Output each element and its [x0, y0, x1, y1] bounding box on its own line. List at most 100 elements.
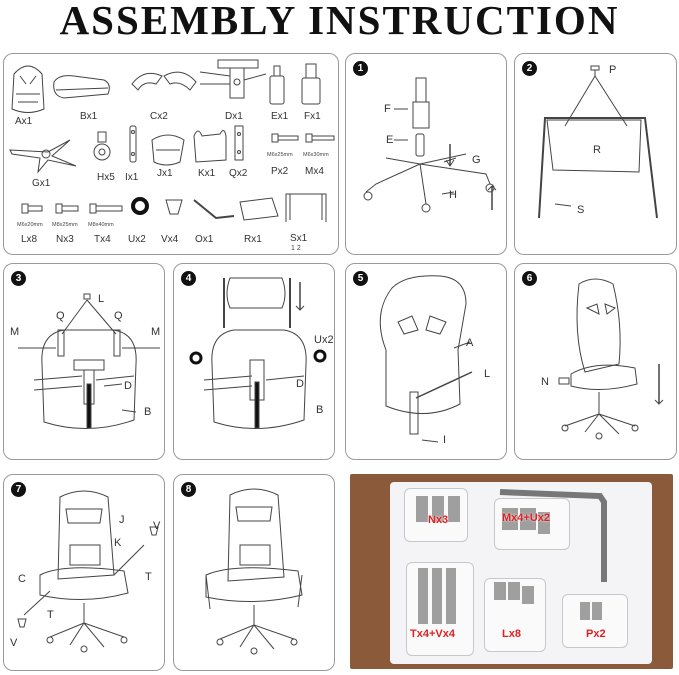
- step-3-label-l: L: [98, 293, 105, 305]
- part-c-illustration: [131, 71, 197, 91]
- bag-label-lx8: Lx8: [502, 628, 521, 640]
- step-3-label-m-right: M: [151, 326, 161, 338]
- part-label-n: Nx3: [56, 234, 74, 245]
- step-5-label-a: A: [466, 337, 474, 349]
- step-7-label-j: J: [119, 514, 125, 526]
- part-label-r: Rx1: [244, 234, 262, 245]
- step-3-label-b: B: [144, 406, 152, 418]
- part-size-n: M8x25mm: [52, 222, 78, 228]
- part-s-illustration: [285, 193, 327, 222]
- part-label-i: Ix1: [125, 172, 139, 183]
- part-r-illustration: [239, 197, 279, 221]
- step-1-label-g: G: [472, 154, 481, 166]
- bag-lx8: [484, 578, 546, 652]
- step-number: 2: [522, 61, 537, 76]
- step-3-illustration: [18, 293, 160, 429]
- step-5-label-i: I: [443, 434, 447, 446]
- part-p-illustration: [271, 133, 299, 143]
- part-label-k: Kx1: [198, 168, 216, 179]
- hardware-card: Nx3 Mx4+Ux2 Tx4+Vx4 Lx8 Px2: [390, 482, 652, 664]
- part-label-q: Qx2: [229, 168, 248, 179]
- part-b-illustration: [53, 75, 110, 99]
- step-1-label-h: H: [449, 189, 457, 201]
- part-l-illustration: [21, 203, 43, 214]
- part-u-illustration: [131, 197, 149, 215]
- step-4-illustration: [189, 277, 327, 429]
- part-label-m: Mx4: [305, 166, 324, 177]
- step-7-label-v-top: V: [153, 520, 161, 532]
- step-7-label-k: K: [114, 537, 122, 549]
- bag-label-tx4-vx4: Tx4+Vx4: [410, 628, 455, 640]
- step-5-illustration: [379, 275, 473, 443]
- step-4-label-ux2: Ux2: [314, 334, 334, 346]
- hardware-photo: Nx3 Mx4+Ux2 Tx4+Vx4 Lx8 Px2: [350, 474, 673, 669]
- part-label-b: Bx1: [80, 111, 98, 122]
- part-i-illustration: [129, 125, 137, 163]
- step-2-label-r: R: [593, 144, 601, 156]
- part-k-illustration: [193, 130, 227, 163]
- step-number: 4: [181, 271, 196, 286]
- step-5-panel: 5 A L I: [345, 263, 507, 460]
- part-d-illustration: [199, 59, 267, 99]
- step-8-illustration: [205, 488, 303, 655]
- step-7-illustration: [17, 490, 159, 653]
- part-label-g: Gx1: [32, 178, 51, 189]
- part-g-illustration: [9, 139, 77, 174]
- step-6-label-n: N: [541, 376, 549, 388]
- step-1-label-f: F: [384, 103, 391, 115]
- step-7-label-t-right: T: [145, 571, 152, 583]
- parts-list-panel: Ax1 Bx1 Cx2 Dx1 Ex1 Fx1 Gx1 Hx5 Ix1 Jx1 …: [3, 53, 339, 255]
- part-label-p: Px2: [271, 166, 289, 177]
- step-number: 5: [353, 271, 368, 286]
- part-label-c: Cx2: [150, 111, 168, 122]
- part-f-illustration: [301, 63, 321, 105]
- part-label-d: Dx1: [225, 111, 243, 122]
- part-label-e: Ex1: [271, 111, 289, 122]
- part-label-s-sub: 1 2: [291, 245, 301, 252]
- part-o-illustration: [193, 199, 235, 220]
- page-title: ASSEMBLY INSTRUCTION: [59, 0, 620, 43]
- bag-mx4-ux2: [494, 498, 570, 550]
- step-7-label-t-left: T: [47, 609, 54, 621]
- part-label-h: Hx5: [97, 172, 115, 183]
- step-4-label-d: D: [296, 378, 304, 390]
- step-7-label-v-bottom: V: [10, 637, 18, 649]
- step-2-label-p: P: [609, 64, 617, 76]
- part-label-a: Ax1: [15, 116, 33, 127]
- part-size-l: M6x20mm: [17, 222, 43, 228]
- step-number: 1: [353, 61, 368, 76]
- step-6-panel: 6 N: [514, 263, 677, 460]
- step-1-label-e: E: [386, 134, 394, 146]
- part-label-s: Sx1: [290, 233, 308, 244]
- bag-label-px2: Px2: [586, 628, 606, 640]
- part-size-p: M6x25mm: [267, 152, 293, 158]
- step-3-label-d: D: [124, 380, 132, 392]
- part-a-illustration: [11, 65, 45, 113]
- part-e-illustration: [269, 65, 285, 105]
- parts-illustrations: [9, 59, 335, 222]
- part-t-illustration: [89, 203, 123, 214]
- step-number: 3: [11, 271, 26, 286]
- bag-label-mx4-ux2: Mx4+Ux2: [502, 512, 551, 524]
- step-6-illustration: [558, 278, 664, 440]
- step-3-panel: 3 L Q Q M M D B: [3, 263, 165, 460]
- step-number: 7: [11, 482, 26, 497]
- part-size-m: M6x30mm: [303, 152, 329, 158]
- step-4-panel: 4 Ux2 D B: [173, 263, 335, 460]
- step-3-label-q-right: Q: [114, 310, 123, 322]
- part-q-illustration: [234, 125, 244, 161]
- step-4-label-b: B: [316, 404, 324, 416]
- bag-tx4-vx4: [406, 562, 474, 656]
- part-label-t: Tx4: [94, 234, 111, 245]
- part-label-f: Fx1: [304, 111, 321, 122]
- step-2-label-s: S: [577, 204, 585, 216]
- step-7-panel: 7 J K V T C T V: [3, 474, 165, 671]
- part-label-v: Vx4: [161, 234, 179, 245]
- step-2-panel: 2 P R S: [514, 53, 677, 255]
- step-7-label-c: C: [18, 573, 26, 585]
- step-number: 6: [522, 271, 537, 286]
- part-n-illustration: [55, 203, 79, 214]
- part-v-illustration: [165, 199, 183, 215]
- bag-nx3: [404, 488, 468, 542]
- step-number: 8: [181, 482, 196, 497]
